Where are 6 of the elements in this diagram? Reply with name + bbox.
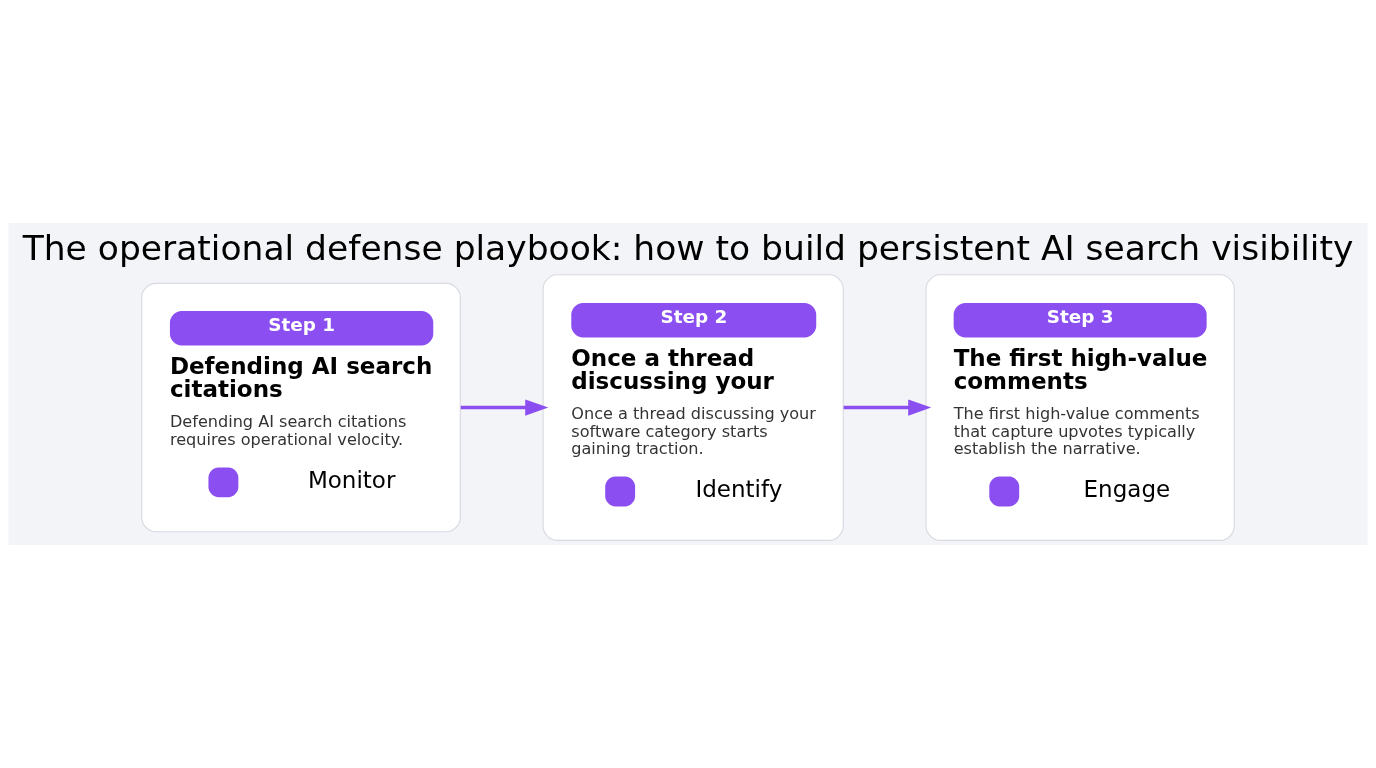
node-box: Step 1 Defending AI search citations Defending AI search citations requires operational velocity. Monitor	[141, 282, 461, 533]
diagram-title: The operational defense playbook: how to build persistent AI search visibility	[22, 227, 1354, 268]
node-box: Step 2 Once a thread discussing your Once a thread discussing your software category starts gaining traction. Identify	[542, 274, 844, 541]
node-box: Step 3 The first high-value comments The first high-value comments that capture upvotes typically establish the narrative. Engage	[925, 274, 1235, 541]
arrow	[460, 399, 549, 416]
arrow	[843, 399, 932, 416]
